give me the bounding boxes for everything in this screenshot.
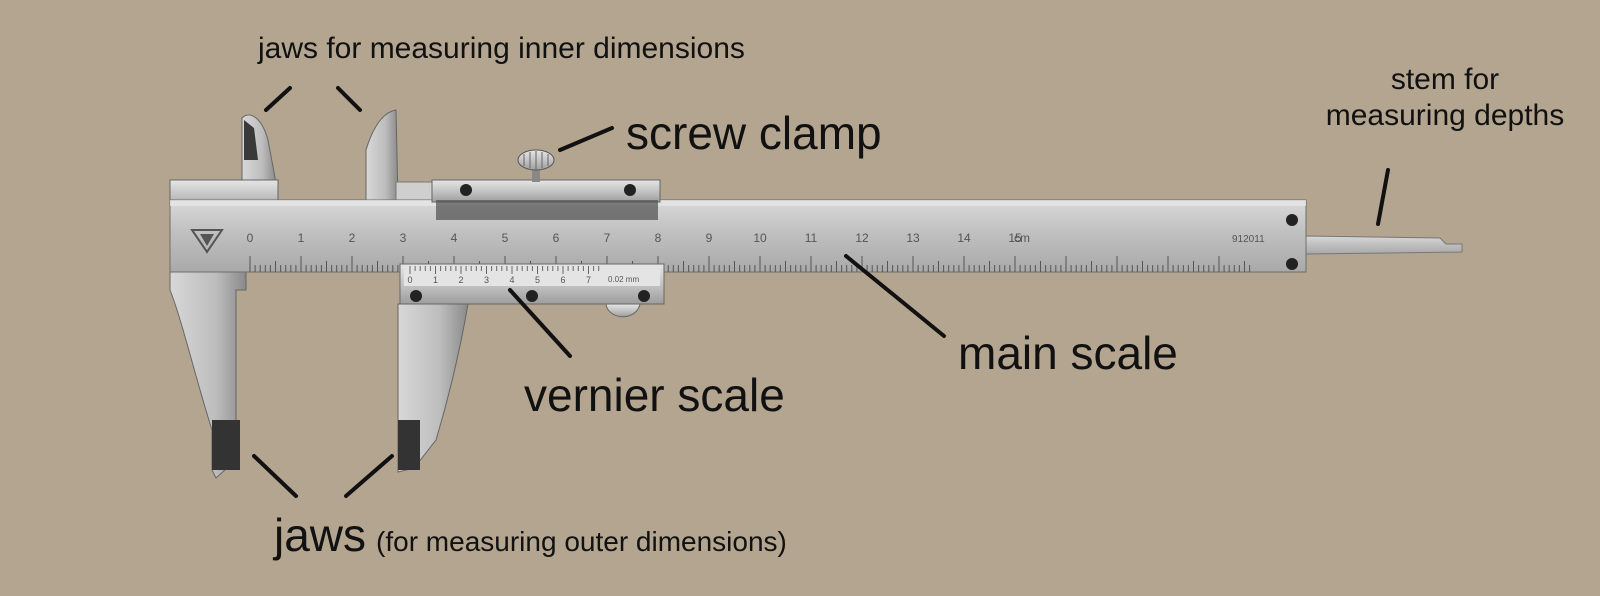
leader-inner-jaw-right [336, 86, 362, 112]
main-scale-unit: cm [1014, 231, 1030, 245]
label-depth-stem: stem for measuring depths [1310, 62, 1580, 134]
leader-vernier-scale [508, 288, 572, 358]
main-scale-number: 8 [655, 231, 662, 245]
main-scale-number: 4 [451, 231, 458, 245]
sliding-outer-jaw [397, 303, 469, 473]
vernier-stamp: 0.02 mm [608, 275, 639, 284]
leader-lines [252, 86, 1390, 498]
vernier-scale-ticks [409, 266, 600, 274]
main-scale-number: 10 [753, 231, 767, 245]
main-scale-number: 14 [957, 231, 971, 245]
screw-clamp-knob [517, 149, 555, 182]
leader-main-scale [844, 254, 946, 338]
leader-outer-jaw-left [252, 454, 298, 498]
main-scale-ticks [249, 256, 1251, 272]
label-vernier-scale: vernier scale [524, 369, 785, 421]
label-screw-clamp: screw clamp [626, 107, 882, 159]
main-scale-number: 3 [400, 231, 407, 245]
vernier-scale-number: 5 [535, 275, 540, 285]
leader-outer-jaw-right [344, 454, 394, 498]
vernier-scale-number: 0 [407, 275, 412, 285]
main-scale-number: 0 [247, 231, 254, 245]
label-outer-jaws-note: (for measuring outer dimensions) [376, 526, 787, 557]
main-scale-number: 7 [604, 231, 611, 245]
sliding-inner-jaw [365, 109, 437, 203]
label-depth-stem-line2: measuring depths [1325, 99, 1565, 132]
label-inner-jaws: jaws for measuring inner dimensions [258, 32, 745, 65]
label-depth-stem-line1: stem for [1390, 63, 1500, 96]
main-scale-number: 9 [706, 231, 713, 245]
leader-screw-clamp [558, 126, 614, 152]
label-main-scale: main scale [958, 327, 1178, 379]
main-scale-number: 5 [502, 231, 509, 245]
vernier-scale-number: 1 [433, 275, 438, 285]
vernier-scale-number: 4 [509, 275, 514, 285]
vernier-scale-number: 2 [458, 275, 463, 285]
main-scale-number: 1 [298, 231, 305, 245]
main-scale-number: 13 [906, 231, 920, 245]
main-scale-number: 15 [1008, 231, 1022, 245]
vernier-scale-numbers: 0 1 2 3 4 5 6 7 [407, 275, 591, 285]
main-scale-number: 6 [553, 231, 560, 245]
main-scale-number: 2 [349, 231, 356, 245]
label-outer-jaws-title: jaws [274, 509, 367, 561]
label-outer-jaws: jaws (for measuring outer dimensions) [274, 512, 787, 558]
vernier-scale-number: 7 [586, 275, 591, 285]
main-scale-stamp: 912011 [1232, 234, 1265, 245]
main-scale-number: 11 [805, 231, 818, 245]
vernier-scale-number: 3 [484, 275, 489, 285]
fixed-inner-jaw [241, 114, 277, 184]
main-beam [169, 199, 1307, 273]
slider-top-block [431, 179, 661, 220]
depth-stem [1305, 235, 1463, 255]
main-scale-number: 12 [855, 231, 869, 245]
leader-depth-stem [1376, 168, 1390, 226]
vernier-scale-number: 6 [560, 275, 565, 285]
brand-logo [190, 229, 224, 254]
leader-inner-jaw-left [264, 86, 292, 112]
